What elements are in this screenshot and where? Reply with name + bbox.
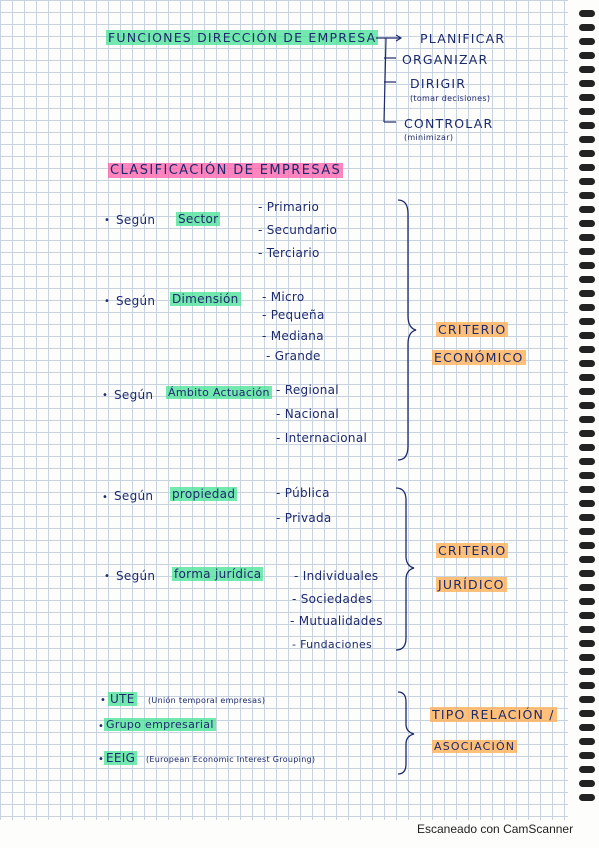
- classification-title: CLASIFICACIÓN DE EMPRESAS: [108, 163, 344, 178]
- ute-desc: (Unión temporal empresas): [148, 696, 266, 705]
- scanner-watermark: Escaneado con CamScanner: [417, 822, 574, 836]
- ambito-label: Según: [114, 388, 154, 402]
- function-dirigir-note: (tomar decisiones): [410, 94, 491, 103]
- sector-item: - Secundario: [258, 223, 338, 237]
- sector-item: - Primario: [258, 200, 320, 214]
- function-organizar: ORGANIZAR: [402, 52, 489, 67]
- dimension-item: - Grande: [266, 349, 321, 363]
- sector-label: Según: [116, 213, 156, 227]
- forma-item: - Individuales: [294, 569, 379, 583]
- function-dirigir: DIRIGIR: [410, 76, 467, 91]
- function-planificar: PLANIFICAR: [420, 31, 506, 46]
- ute-code: UTE: [108, 692, 137, 706]
- grid-paper: [0, 0, 568, 820]
- sector-highlight: Sector: [176, 212, 221, 226]
- ambito-item: - Internacional: [276, 431, 368, 445]
- forma-item: - Mutualidades: [290, 614, 383, 628]
- ambito-item: - Nacional: [276, 407, 340, 421]
- dimension-item: - Pequeña: [262, 308, 325, 322]
- propiedad-item: - Privada: [276, 511, 332, 525]
- functions-bracket: [376, 34, 403, 123]
- eeig-code: EEIG: [104, 751, 138, 765]
- criterio-economico-line2: ECONÓMICO: [432, 350, 526, 365]
- dimension-item: - Micro: [262, 290, 305, 304]
- economic-brace: [397, 199, 417, 461]
- relation-brace: [397, 691, 415, 775]
- propiedad-label: Según: [114, 489, 154, 503]
- sector-item: - Terciario: [258, 246, 320, 260]
- functions-title: FUNCIONES DIRECCIÓN DE EMPRESA: [106, 30, 379, 45]
- dimension-item: - Mediana: [262, 329, 324, 343]
- propiedad-item: - Pública: [276, 486, 330, 500]
- forma-label: Según: [116, 569, 156, 583]
- ambito-item: - Regional: [276, 383, 339, 397]
- juridical-brace: [395, 487, 415, 651]
- forma-item: - Fundaciones: [292, 638, 373, 651]
- criterio-economico-line1: CRITERIO: [436, 322, 509, 337]
- forma-highlight: forma jurídica: [172, 567, 264, 581]
- function-controlar-note: (minimizar): [404, 133, 454, 142]
- tipo-relacion-line2: ASOCIACIÓN: [432, 740, 518, 753]
- notebook-spiral: [573, 0, 599, 848]
- criterio-juridico-line2: JURÍDICO: [436, 577, 507, 592]
- ambito-highlight: Ámbito Actuación: [166, 386, 272, 399]
- function-controlar: CONTROLAR: [404, 116, 494, 131]
- tipo-relacion-line1: TIPO RELACIÓN /: [430, 707, 557, 722]
- eeig-desc: (European Economic Interest Grouping): [146, 755, 316, 764]
- dimension-label: Según: [116, 294, 156, 308]
- grupo-empresarial: Grupo empresarial: [104, 718, 216, 731]
- criterio-juridico-line1: CRITERIO: [436, 543, 509, 558]
- dimension-highlight: Dimensión: [170, 292, 241, 306]
- forma-item: - Sociedades: [292, 592, 373, 606]
- propiedad-highlight: propiedad: [170, 487, 238, 501]
